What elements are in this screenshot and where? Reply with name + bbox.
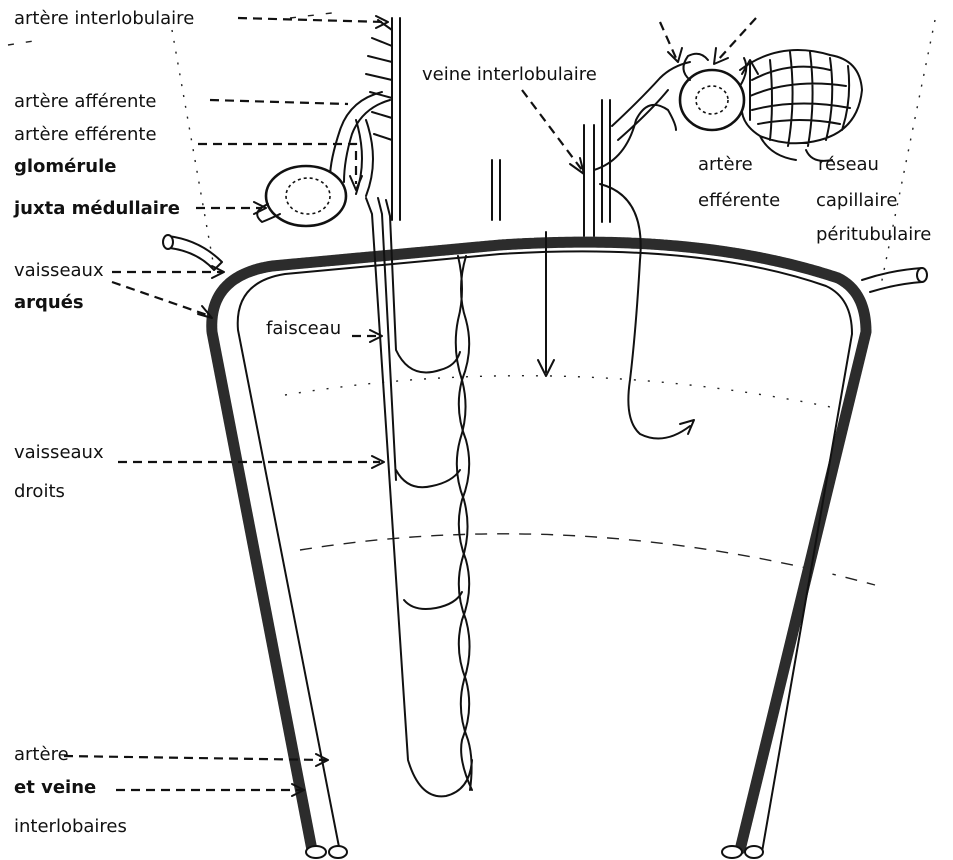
label-reseau-line2: capillaire: [816, 190, 897, 211]
cortex-radial-boundary-left: [172, 30, 218, 290]
vein-from-capillaries: [594, 105, 676, 170]
afferent-artery-right: [612, 62, 690, 140]
label-reseau-line3: péritubulaire: [816, 224, 931, 245]
interlobar-artery-lumen-right: [745, 846, 763, 858]
leader-vasa-arcuata-2: [112, 282, 210, 316]
arcuate-branch-left: [168, 236, 222, 270]
interlobular-artery-twigs: [366, 20, 392, 140]
label-vasa-recta-line2: droits: [14, 481, 65, 502]
label-vasa-arcuata-line2: arqués: [14, 292, 84, 313]
leader-arteria-afferens: [210, 100, 348, 104]
arcuate-branch-left-lumen: [163, 235, 173, 249]
label-arteria-efferens-right-line2: efférente: [698, 190, 780, 211]
label-glomerulus-line2: juxta médullaire: [13, 198, 180, 219]
ascending-vasa-recta: [456, 256, 472, 790]
label-arteria-interlobularis: artère interlobulaire: [14, 8, 194, 29]
interlobar-vein-lumen-right: [722, 846, 742, 858]
vasa-recta-descending-third: [386, 200, 460, 373]
cortex-radial-boundary-right: [880, 20, 935, 290]
superficial-glomerulus: [594, 18, 862, 170]
label-vasa-recta-line1: vaisseaux: [14, 442, 104, 463]
interlobular-vessels: [366, 18, 610, 236]
label-arteria-efferens-left: artère efférente: [14, 124, 157, 145]
label-interlobar-line2: et veine: [14, 777, 96, 798]
label-interlobar-line1: artère: [14, 744, 69, 765]
vasa-recta-loop-3: [404, 592, 462, 609]
leader-vena-interlobularis: [522, 90, 582, 170]
descending-arrow: [538, 232, 554, 376]
glomerulus-capsule: [266, 166, 346, 226]
label-reseau-line1: réseau: [818, 154, 879, 175]
peritubular-network: [740, 50, 862, 161]
leader-vena-interlobularis-head: [570, 158, 584, 174]
interlobular-artery: [392, 18, 400, 220]
cortical-stub: [492, 160, 500, 220]
vasa-recta-loop-2: [396, 470, 460, 487]
interlobular-vein: [584, 125, 594, 236]
label-vasa-arcuata-line1: vaisseaux: [14, 260, 104, 281]
inner-medulla-boundary: [300, 534, 875, 585]
interlobar-vein-lumen-left: [306, 846, 326, 858]
interlobular-vein-tall: [602, 100, 610, 222]
arcuate-branch-right-lumen: [917, 268, 927, 282]
leader-arteria-interlobularis: [238, 18, 384, 22]
label-fasciculus: faisceau: [266, 318, 341, 339]
label-glomerulus-line1: glomérule: [14, 156, 116, 177]
vasa-recta-descending: [366, 198, 472, 796]
flow-arrow-dash-2: [718, 18, 756, 60]
label-arteria-efferens-right-line1: artère: [698, 154, 753, 175]
interlobar-artery-lumen-left: [329, 846, 347, 858]
flow-arrow-up: [742, 60, 758, 120]
label-arteria-afferens: artère afférente: [14, 91, 157, 112]
label-vena-interlobularis: veine interlobulaire: [422, 64, 597, 85]
outer-medulla-boundary: [285, 376, 845, 410]
label-interlobar-line3: interlobaires: [14, 816, 127, 837]
